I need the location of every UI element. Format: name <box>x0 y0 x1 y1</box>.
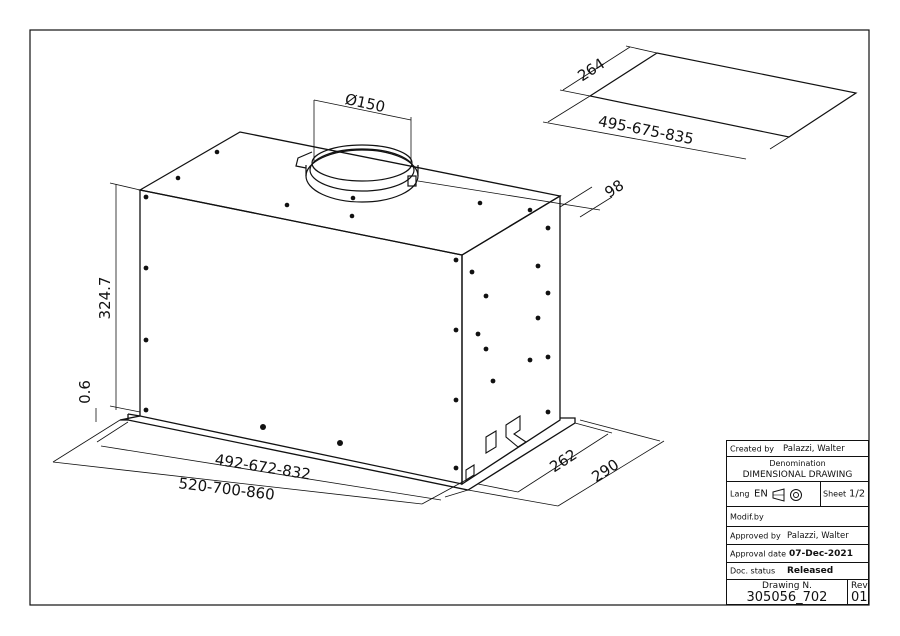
created-value: Palazzi, Walter <box>783 443 845 454</box>
panel-dimension-lines <box>542 45 790 160</box>
drawing-frame <box>29 29 870 606</box>
dim-gap: 0.6 <box>76 380 94 404</box>
title-block: Created by Palazzi, Walter Denomination … <box>726 440 869 605</box>
status-row: Doc. status Released <box>727 563 868 580</box>
hood-box <box>119 131 576 491</box>
approval-date-value: 07-Dec-2021 <box>789 548 853 559</box>
dim-duct-offset: 98 <box>601 176 627 201</box>
approval-date-row: Approval date 07-Dec-2021 <box>727 545 868 563</box>
dim-outer-width: 520-700-860 <box>178 474 276 504</box>
rev-label: Rev <box>851 581 868 591</box>
hood-dimension-lines <box>52 99 665 507</box>
approval-date-label: Approval date <box>730 549 787 558</box>
drawing-no-label: Drawing N. <box>762 581 812 591</box>
denomination-label: Denomination <box>769 459 826 468</box>
approved-label: Approved by <box>730 531 781 540</box>
created-label: Created by <box>730 444 775 453</box>
rev-value: 01 <box>851 590 868 605</box>
projection-symbol-icon <box>772 488 802 502</box>
sheet-value: 1/2 <box>849 488 866 500</box>
drawing-no-value: 305056_702 <box>746 590 828 605</box>
lang-label: Lang <box>730 489 750 499</box>
status-label: Doc. status <box>730 566 776 576</box>
sheet-divider <box>820 482 821 506</box>
approved-row: Approved by Palazzi, Walter <box>727 527 868 545</box>
lang-row: Lang EN Sheet 1/2 <box>727 482 868 507</box>
dim-panel-width: 495-675-835 <box>597 112 695 148</box>
fixing-holes <box>143 149 551 471</box>
denomination-value: DIMENSIONAL DRAWING <box>742 470 853 480</box>
status-value: Released <box>787 566 834 576</box>
panel-sketch <box>588 52 858 138</box>
modif-label: Modif.by <box>730 512 764 521</box>
side-brackets <box>465 414 528 481</box>
denomination-row: Denomination DIMENSIONAL DRAWING <box>727 457 868 482</box>
created-row: Created by Palazzi, Walter <box>727 441 868 457</box>
dim-inner-depth: 262 <box>546 445 580 476</box>
rev-divider <box>847 580 848 604</box>
modif-row: Modif.by <box>727 507 868 527</box>
duct-collar <box>295 144 419 203</box>
drawing-number-row: Drawing N. 305056_702 Rev 01 <box>727 580 868 605</box>
sheet-label: Sheet <box>823 489 847 499</box>
dim-inner-width: 492-672-832 <box>214 451 312 484</box>
dim-height: 324.7 <box>96 277 114 320</box>
dim-outer-depth: 290 <box>588 455 622 486</box>
dim-panel-depth: 264 <box>574 54 608 85</box>
lang-value: EN <box>754 488 768 500</box>
dim-duct-diameter: Ø150 <box>343 90 386 116</box>
approved-value: Palazzi, Walter <box>787 530 849 541</box>
